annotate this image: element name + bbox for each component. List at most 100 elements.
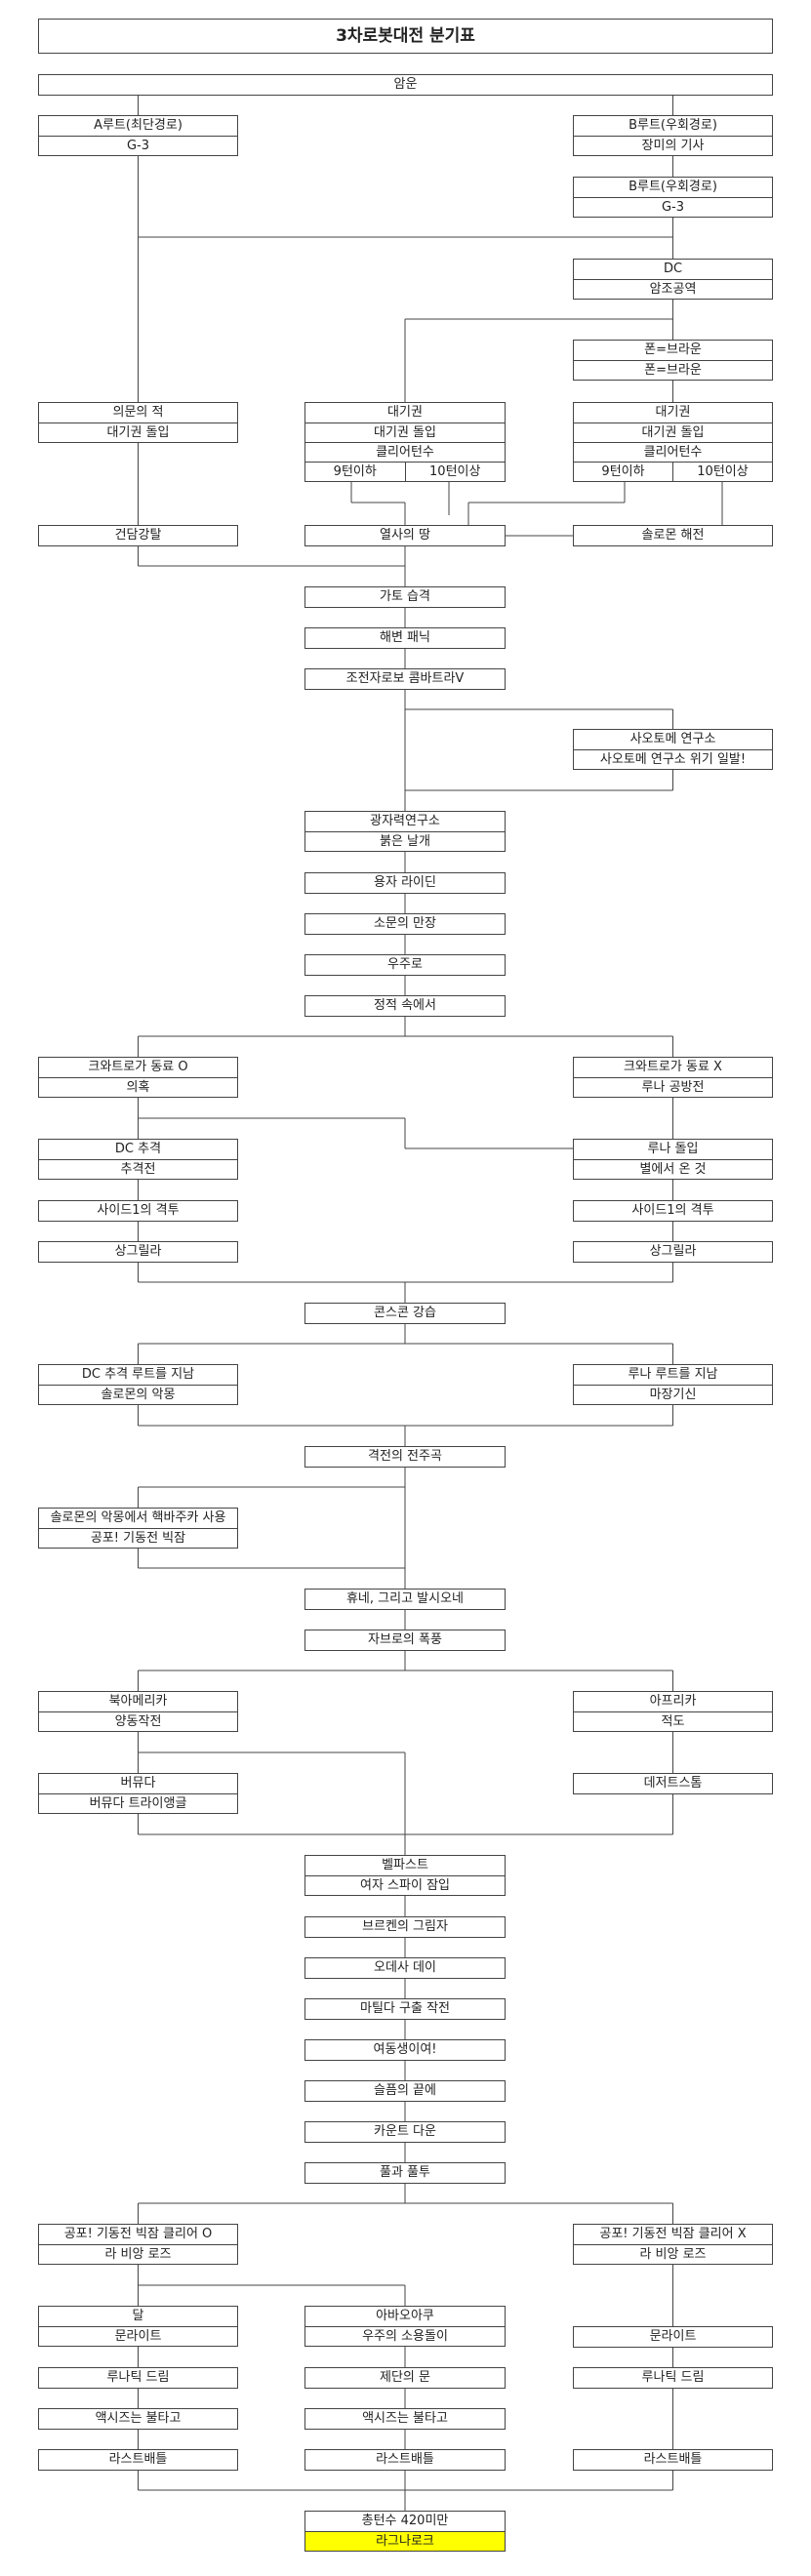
node-label: 풀과 풀투 [380, 2165, 430, 2180]
node-label: 사오토메 연구소 위기 일발! [574, 749, 772, 769]
node-label: 우주로 [387, 957, 423, 972]
node-gundam: 건담강탈 [38, 525, 238, 546]
node-label: 암조공역 [574, 279, 772, 299]
node-label: 제단의 문 [380, 2370, 430, 2385]
node-label: A루트(최단경로) [94, 118, 182, 133]
node-label: 양동작전 [39, 1711, 237, 1731]
node-label: 카운트 다운 [374, 2124, 436, 2139]
turn-condition: 9턴이하 [333, 464, 377, 479]
node-label: 라 비앙 로즈 [574, 2244, 772, 2264]
node-label: 용자 라이딘 [374, 875, 436, 890]
node-b-route2: B루트(우회경로) G-3 [573, 177, 773, 218]
node-axis-m: 액시즈는 불타고 [304, 2408, 506, 2430]
node-label: 마틸다 구출 작전 [360, 2001, 450, 2016]
node-label: 격전의 전주곡 [368, 1449, 442, 1464]
node-label: DC 추격 [114, 1142, 162, 1156]
node-label: 여자 스파이 잠입 [305, 1875, 505, 1895]
node-label: 액시즈는 불타고 [362, 2411, 448, 2426]
node-last-l: 라스트배틀 [38, 2449, 238, 2471]
node-moonlight-r: 문라이트 [573, 2326, 773, 2348]
node-label: 데저트스톰 [643, 1776, 703, 1791]
chart-title-box: 3차로봇대전 분기표 [38, 19, 773, 54]
node-label: 솔로몬의 악몽에서 핵바주카 사용 [50, 1510, 226, 1525]
node-somun: 소문의 만장 [304, 913, 506, 935]
node-yeolsa: 열사의 땅 [304, 525, 506, 546]
node-label: 조전자로보 콤바트라V [345, 671, 465, 686]
node-label: 자브로의 폭풍 [368, 1632, 442, 1647]
node-label: 공포! 기동전 빅잠 클리어 O [63, 2227, 213, 2241]
node-label: 아프리카 [649, 1694, 697, 1709]
node-jedan: 제단의 문 [304, 2367, 506, 2389]
node-gato: 가토 습격 [304, 586, 506, 608]
node-pullgwa: 풀과 풀투 [304, 2162, 506, 2184]
node-label: 문라이트 [39, 2326, 237, 2346]
node-label: 적도 [574, 1711, 772, 1731]
node-huene: 휴네, 그리고 발시오네 [304, 1589, 506, 1610]
node-label: 붉은 날개 [305, 831, 505, 851]
node-label: 소문의 만장 [374, 916, 436, 931]
node-label: 북아메리카 [108, 1694, 168, 1709]
node-label: 달 [132, 2309, 144, 2323]
node-label: 벨파스트 [382, 1858, 428, 1872]
node-jeongjeok: 정적 속에서 [304, 995, 506, 1017]
node-countdown: 카운트 다운 [304, 2121, 506, 2143]
node-label: 솔로몬의 악몽 [39, 1385, 237, 1404]
node-label: 루나틱 드림 [641, 2370, 705, 2385]
node-conscon: 콘스콘 강습 [304, 1303, 506, 1324]
node-label: 마장기신 [574, 1385, 772, 1404]
node-seulpeum: 슬픔의 끝에 [304, 2080, 506, 2102]
node-brecken: 브르켄의 그림자 [304, 1916, 506, 1938]
node-label: 별에서 온 것 [574, 1159, 772, 1179]
node-label: 콘스콘 강습 [374, 1306, 436, 1320]
node-label: 라스트배틀 [376, 2452, 434, 2467]
node-ujuro: 우주로 [304, 954, 506, 976]
node-lunatic-l: 루나틱 드림 [38, 2367, 238, 2389]
node-label: 라스트배틀 [643, 2452, 703, 2467]
node-label: 가토 습격 [380, 589, 430, 604]
node-label: G-3 [39, 136, 237, 155]
node-label: 대기권 [655, 405, 691, 420]
node-label: 추격전 [39, 1159, 237, 1179]
node-label: 버뮤다 [120, 1776, 156, 1791]
node-label: 루나 돌입 [647, 1142, 699, 1156]
node-label: 오데사 데이 [374, 1960, 436, 1975]
node-label: 총턴수 420미만 [361, 2514, 449, 2528]
node-label: B루트(우회경로) [629, 180, 717, 194]
node-axis-l: 액시즈는 불타고 [38, 2408, 238, 2430]
node-b-route1: B루트(우회경로)장미의 기사 [573, 115, 773, 156]
node-label: 사오토메 연구소 [629, 732, 716, 746]
node-solomon: 솔로몬 해전 [573, 525, 773, 546]
node-label: 우주의 소용돌이 [305, 2326, 505, 2346]
node-label: G-3 [574, 197, 772, 217]
node-label: 버뮤다 트라이앵글 [39, 1793, 237, 1813]
node-label: 문라이트 [649, 2329, 697, 2344]
node-side1-l: 사이드1의 격투 [38, 1200, 238, 1222]
node-label: 크와트로가 동료 O [88, 1060, 188, 1074]
node-label: 대기권 돌입 [39, 423, 237, 442]
node-desert-storm: 데저트스톰 [573, 1773, 773, 1794]
node-label: 여동생이여! [373, 2042, 437, 2057]
node-label: 건담강탈 [114, 528, 162, 543]
node-label: 사이드1의 격투 [631, 1203, 714, 1218]
node-yongja: 용자 라이딘 [304, 872, 506, 894]
node-label: 브르켄의 그림자 [362, 1919, 448, 1934]
node-gyeokjeon: 격전의 전주곡 [304, 1446, 506, 1468]
node-matilda: 마틸다 구출 작전 [304, 1998, 506, 2020]
